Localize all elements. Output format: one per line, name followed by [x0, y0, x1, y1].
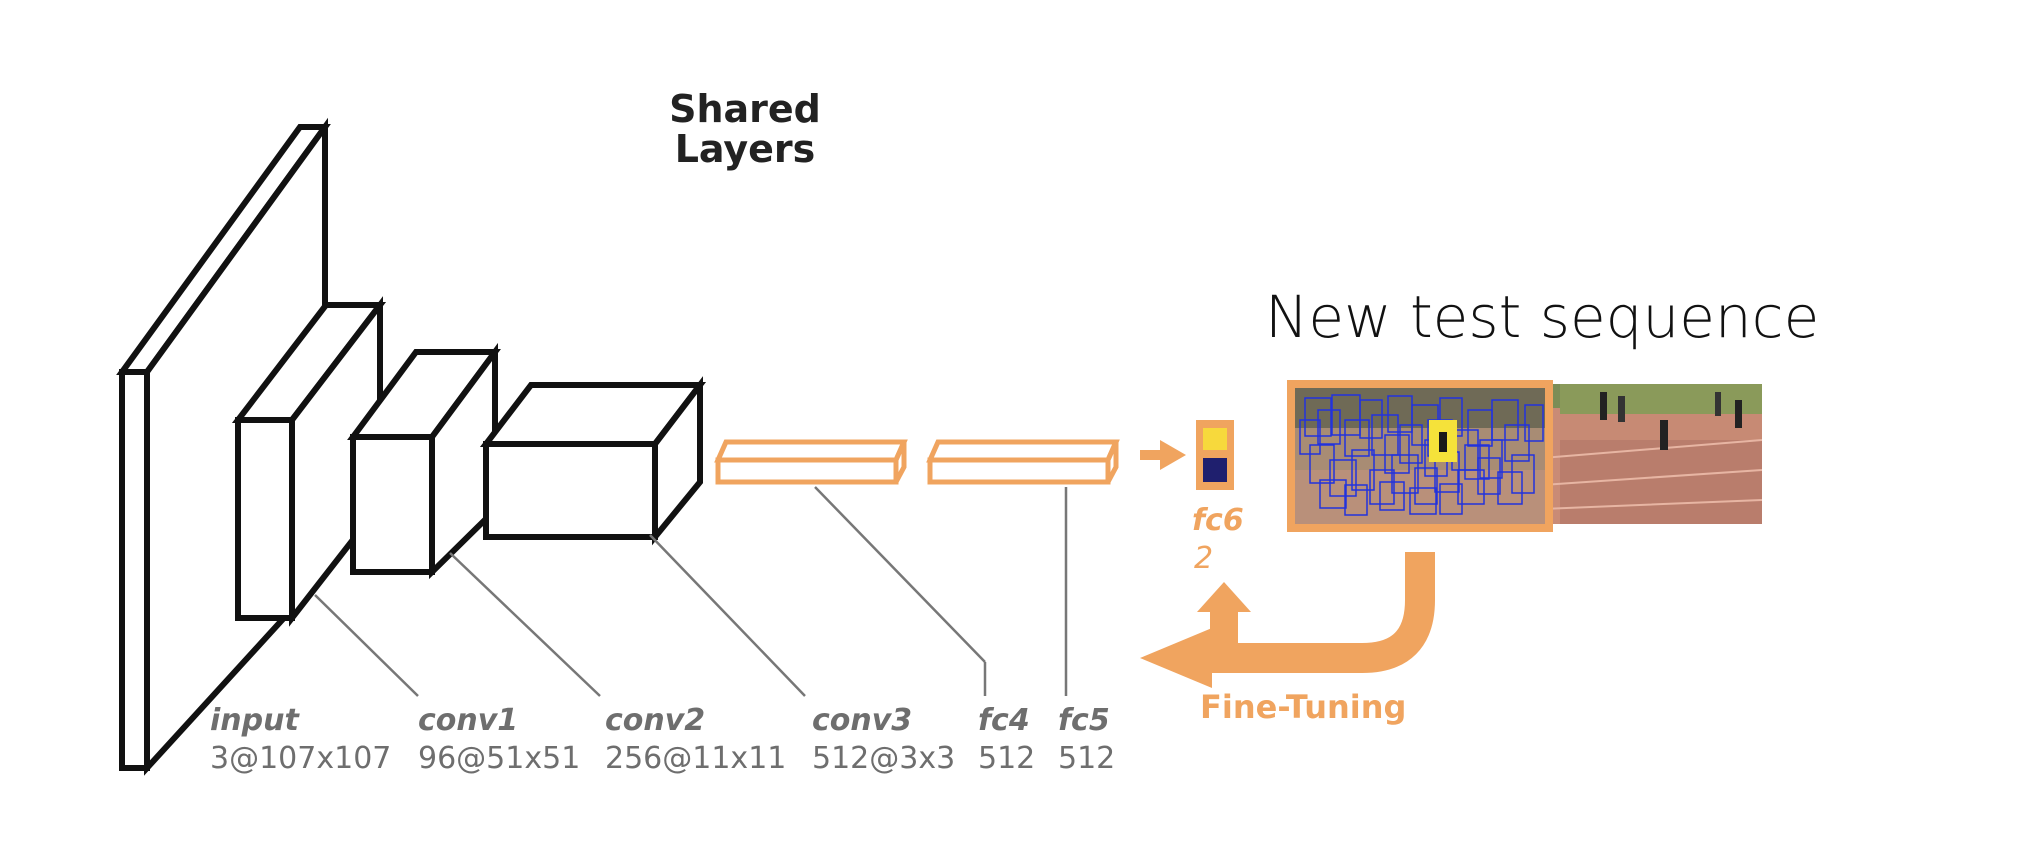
fc6-output-block: [1196, 420, 1234, 490]
layer-name-fc4: fc4: [978, 703, 1030, 738]
layer-name-conv1: conv1: [418, 703, 518, 738]
shared-layers-title-line1: Shared: [669, 87, 821, 131]
fc6-value: 2: [1194, 541, 1213, 576]
layer-dims-conv1: 96@51x51: [418, 741, 580, 776]
fine-tuning-arrow-icon: [1140, 552, 1435, 688]
layer-dims-conv2: 256@11x11: [605, 741, 786, 776]
layer-name-input: input: [210, 703, 300, 738]
layer-dims-conv3: 512@3x3: [812, 741, 955, 776]
fc6-positive-score: [1203, 428, 1227, 450]
layer-dims-input: 3@107x107: [210, 741, 391, 776]
fc6-label: fc6: [1192, 503, 1244, 538]
layer-name-fc5: fc5: [1058, 703, 1110, 738]
conv2-layer-block: [347, 342, 501, 580]
fc6-negative-score: [1203, 458, 1227, 482]
fc5-to-fc6-arrow-icon: [1140, 440, 1186, 470]
fc5-layer-block: [926, 439, 1120, 485]
layer-dims-fc4: 512: [978, 741, 1035, 776]
conv3-layer-block: [479, 376, 707, 546]
sequence-title: New test sequence: [1265, 283, 1819, 351]
layer-name-conv3: conv3: [812, 703, 912, 738]
shared-layers-title-line2: Layers: [675, 127, 816, 171]
layer-dims-fc5: 512: [1058, 741, 1115, 776]
current-frame: [1287, 380, 1553, 532]
leader-lines: [314, 486, 1068, 697]
fc4-layer-block: [714, 439, 908, 485]
conv1-layer-block: [231, 296, 387, 627]
layer-name-conv2: conv2: [605, 703, 705, 738]
layer-labels: input 3@107x107 conv1 96@51x51 conv2 256…: [210, 703, 1115, 776]
fine-tuning-label: Fine-Tuning: [1200, 688, 1406, 726]
